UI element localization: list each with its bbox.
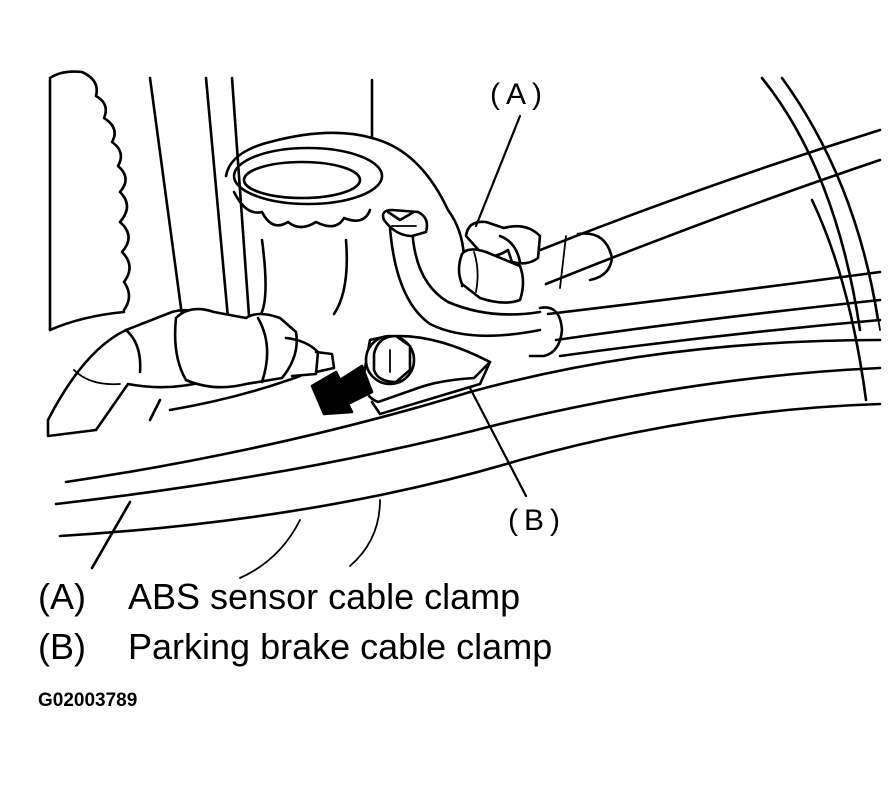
parking-brake-cables <box>546 270 882 358</box>
callout-b: (B) <box>468 386 566 537</box>
hub-and-axle <box>173 307 336 389</box>
crossmember-arm <box>54 338 882 579</box>
figure-id: G02003789 <box>38 690 138 711</box>
legend-key-b: (B) <box>38 626 86 667</box>
callout-a-label: (A) <box>490 78 548 111</box>
abs-sensor-cable-clamp <box>457 220 542 304</box>
abs-sensor-cable <box>381 128 882 358</box>
arrow-indicator <box>310 364 374 416</box>
legend-item-b: (B) Parking brake cable clamp <box>38 626 552 668</box>
parking-brake-cable-clamp <box>362 334 492 416</box>
legend-text-a: ABS sensor cable clamp <box>128 576 521 617</box>
callout-b-label: (B) <box>508 504 566 537</box>
suspension-background <box>46 70 881 438</box>
legend-key-a: (A) <box>38 576 86 617</box>
legend-text-b: Parking brake cable clamp <box>128 626 553 667</box>
callout-a: (A) <box>474 78 548 228</box>
legend-item-a: (A) ABS sensor cable clamp <box>38 576 520 618</box>
